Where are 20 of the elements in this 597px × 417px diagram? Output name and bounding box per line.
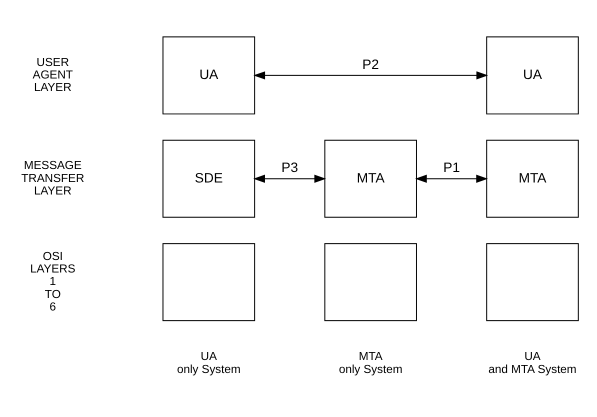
node-box: MTA [324,140,417,218]
node-box: UA [486,36,579,114]
node-box [162,243,256,322]
arrow [253,174,326,183]
label: OSI LAYERS 1 TO 6 [30,250,76,314]
arrow [253,71,488,80]
node-box [486,243,579,322]
arrow [415,174,488,183]
node-box: SDE [162,140,256,218]
edge-label: P3 [281,160,298,176]
label: UA only System [176,350,241,376]
label: MTA only System [338,350,402,376]
node-box: UA [162,36,256,114]
node-box [324,243,417,322]
label: USER AGENT LAYER [32,56,73,94]
label: UA and MTA System [488,350,577,376]
node-box: MTA [486,140,579,218]
label: MESSAGE TRANSFER LAYER [21,159,84,198]
edge-label: P2 [362,56,379,72]
edge-label: P1 [443,160,460,176]
